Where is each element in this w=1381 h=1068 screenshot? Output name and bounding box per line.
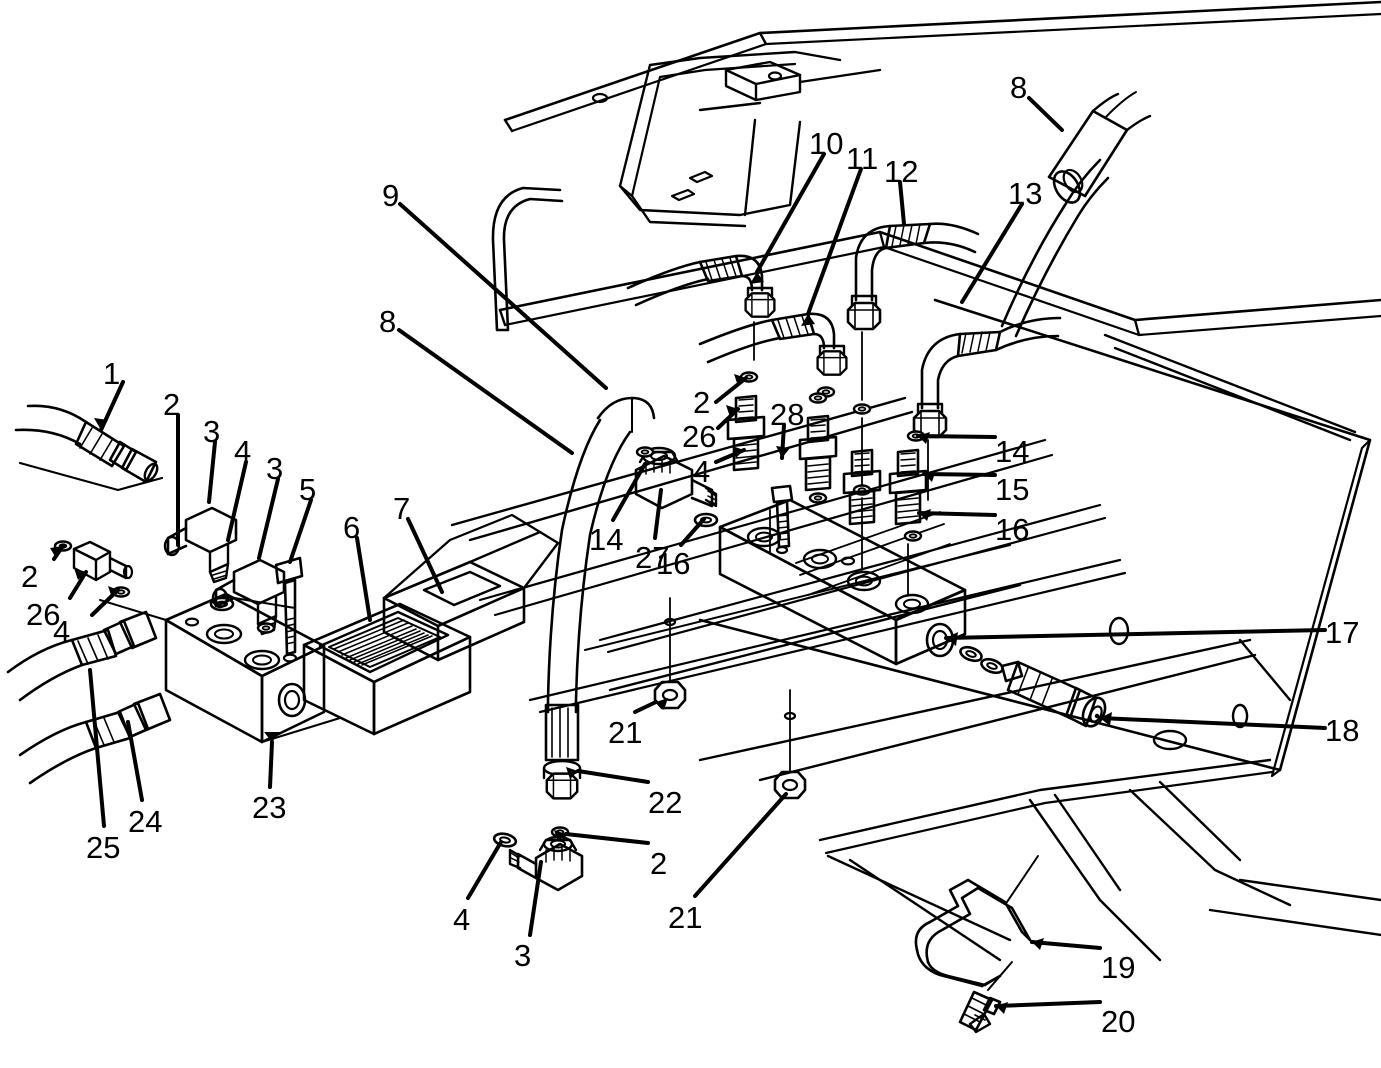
callout-21a: 21 (608, 715, 643, 750)
callout-20: 20 (1101, 1004, 1136, 1039)
callout-2a: 2 (163, 387, 181, 422)
callout-2d: 2 (650, 846, 668, 881)
elbow-fitting-27 (634, 446, 719, 528)
lock-nut-21-upper (653, 597, 687, 710)
hose-line-13-with-sleeve (1000, 91, 1152, 338)
callout-7: 7 (393, 491, 411, 526)
stud-bolt-28 (770, 484, 794, 555)
callout-18: 18 (1325, 713, 1360, 748)
callout-16a: 16 (656, 546, 691, 581)
straight-fitting-15 (888, 430, 928, 597)
callout-4a: 4 (234, 434, 252, 469)
callout-8a: 8 (379, 304, 397, 339)
callout-26a: 26 (26, 597, 61, 632)
straight-fitting-a (726, 371, 766, 472)
callout-1: 1 (103, 356, 121, 391)
hose-coupling-13 (912, 316, 1062, 501)
callout-11: 11 (846, 141, 879, 176)
callout-9: 9 (382, 178, 400, 213)
callout-19: 19 (1101, 950, 1136, 985)
callout-24: 24 (128, 804, 163, 839)
bolt-5 (274, 556, 304, 663)
callout-15: 15 (995, 472, 1030, 507)
callout-14b: 14 (995, 434, 1030, 469)
leader-arrowheads (50, 272, 1112, 1014)
straight-fitting-b (798, 392, 838, 504)
callout-28: 28 (770, 397, 805, 432)
callout-17: 17 (1325, 615, 1360, 650)
callout-2c: 2 (693, 385, 711, 420)
callout-10: 10 (809, 126, 844, 161)
straight-fitting-c (842, 448, 882, 526)
callout-25: 25 (86, 830, 121, 865)
callout-14a: 14 (589, 522, 624, 557)
hose-line-9 (491, 186, 564, 332)
callout-4c: 4 (693, 454, 711, 489)
fitting-26-left (53, 540, 134, 598)
hook-bracket-19 (914, 855, 1039, 988)
callout-23: 23 (252, 790, 287, 825)
callout-13: 13 (1008, 176, 1043, 211)
callout-12: 12 (884, 154, 919, 189)
hose-fitting-1 (14, 404, 164, 492)
callout-2b: 2 (21, 559, 39, 594)
leader-lines (52, 96, 1327, 1008)
callout-4b: 4 (53, 614, 71, 649)
callout-3c: 3 (514, 938, 532, 973)
callout-3b: 3 (266, 451, 284, 486)
callout-4d: 4 (453, 902, 471, 937)
callout-6: 6 (343, 510, 361, 545)
relief-valve-18 (957, 643, 1107, 728)
lock-nut-21-lower (773, 689, 807, 800)
callout-16b: 16 (995, 512, 1030, 547)
hose-coupling-11 (698, 312, 848, 398)
callout-5: 5 (299, 472, 317, 507)
callout-3a: 3 (203, 414, 221, 449)
manifold-block-17 (718, 498, 967, 666)
cooler-assembly-6-7 (302, 513, 560, 736)
valve-block-23 (99, 592, 341, 744)
upper-mounting-bracket (591, 50, 882, 228)
hose-fitting-24-25 (6, 610, 172, 785)
callout-21b: 21 (668, 900, 703, 935)
hose-coupling-12 (846, 222, 980, 571)
callout-22: 22 (648, 785, 683, 820)
chassis-deck-panel (450, 0, 1381, 962)
callout-8b: 8 (1010, 70, 1028, 105)
screw-20 (958, 961, 1013, 1034)
callout-26b: 26 (682, 419, 717, 454)
callout-27: 27 (635, 540, 670, 575)
hose-line-8-center (542, 396, 656, 800)
hose-coupling-10 (626, 254, 776, 361)
elbow-fitting-3-upper (163, 506, 238, 612)
